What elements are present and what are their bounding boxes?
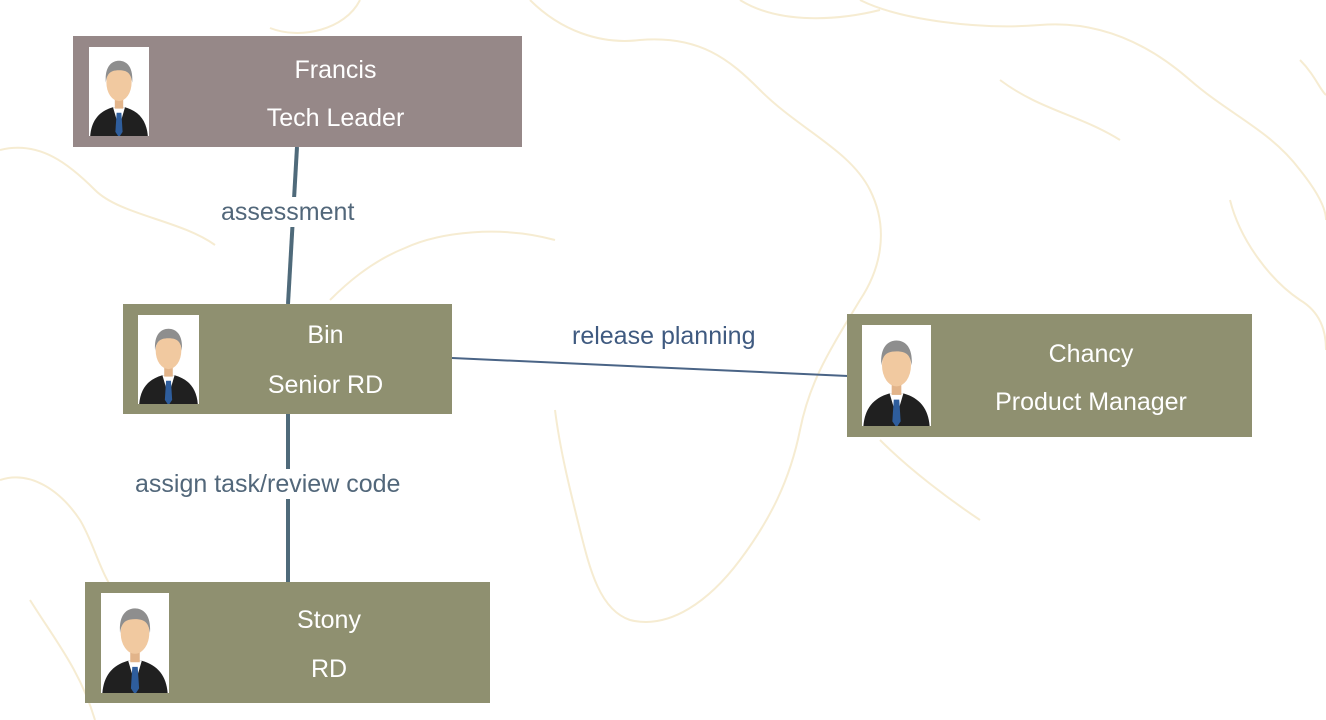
edge-label-release-planning: release planning	[568, 321, 760, 351]
node-name: Bin	[307, 321, 344, 349]
node-stony: Stony RD	[85, 582, 490, 703]
node-name: Chancy	[1048, 340, 1134, 368]
node-name: Francis	[294, 56, 377, 84]
businessman-avatar-icon	[101, 593, 169, 693]
node-role: Senior RD	[267, 371, 384, 399]
businessman-avatar-icon	[862, 325, 931, 426]
node-role: Tech Leader	[266, 104, 405, 132]
node-francis: Francis Tech Leader	[73, 36, 522, 147]
node-role: RD	[310, 655, 348, 683]
businessman-avatar-icon	[89, 47, 149, 136]
node-chancy: Chancy Product Manager	[847, 314, 1252, 437]
node-role: Product Manager	[995, 388, 1187, 416]
edge-label-assessment: assessment	[217, 197, 359, 227]
businessman-avatar-icon	[138, 315, 199, 404]
node-name: Stony	[297, 606, 361, 634]
edge-label-assign-task-review-code: assign task/review code	[131, 469, 405, 499]
edge-bin-chancy	[451, 357, 849, 377]
node-bin: Bin Senior RD	[123, 304, 452, 414]
